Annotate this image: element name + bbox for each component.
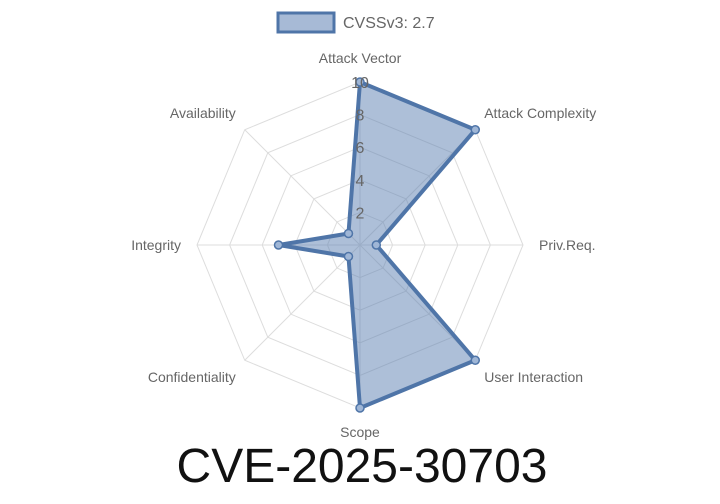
- tick-label: 8: [356, 108, 365, 125]
- data-point-attack-complexity[interactable]: [470, 124, 481, 135]
- grid-spoke: [244, 244, 361, 361]
- tick-label: 2: [356, 205, 365, 222]
- series-layer: [273, 77, 481, 413]
- data-point-scope[interactable]: [355, 403, 365, 413]
- legend[interactable]: CVSSv3: 2.7: [276, 11, 435, 34]
- axis-label-user-interaction: User Interaction: [484, 369, 583, 385]
- axis-label-availability: Availability: [170, 105, 236, 121]
- radial-ticks: 2 4 6 8 10: [351, 75, 369, 222]
- axis-label-scope: Scope: [340, 424, 380, 440]
- data-point-integrity[interactable]: [273, 240, 284, 250]
- grid-spoke: [244, 129, 361, 246]
- data-point-attack-vector[interactable]: [355, 77, 365, 87]
- axis-label-confidentiality: Confidentiality: [148, 369, 236, 385]
- data-point-priv-req[interactable]: [371, 240, 382, 250]
- tick-label: 10: [351, 75, 369, 92]
- data-point-user-interaction[interactable]: [470, 355, 481, 366]
- axis-label-priv-req: Priv.Req.: [539, 237, 596, 253]
- axis-label-attack-vector: Attack Vector: [319, 50, 402, 66]
- axis-label-integrity: Integrity: [131, 237, 181, 253]
- tick-label: 4: [356, 173, 365, 190]
- data-point-availability[interactable]: [343, 228, 354, 239]
- legend-swatch: [276, 11, 336, 34]
- legend-label: CVSSv3: 2.7: [343, 15, 435, 32]
- axis-label-attack-complexity: Attack Complexity: [484, 105, 596, 121]
- tick-label: 6: [356, 140, 365, 157]
- cve-id-caption: CVE-2025-30703: [177, 440, 548, 493]
- data-point-confidentiality[interactable]: [343, 251, 354, 262]
